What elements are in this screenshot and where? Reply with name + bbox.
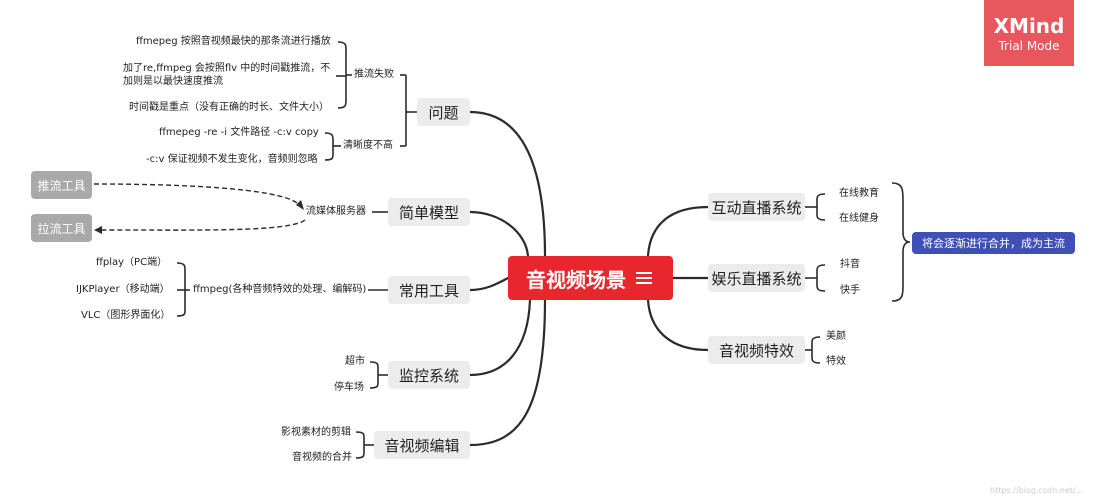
menu-icon[interactable] — [636, 272, 652, 284]
tool-item[interactable]: IJKPlayer（移动端） — [74, 283, 172, 297]
tool-item[interactable]: ffplay（PC端） — [94, 256, 170, 270]
xmind-brand: XMind — [993, 14, 1065, 38]
pull-tool-node[interactable]: 拉流工具 — [31, 214, 92, 242]
monitor-item[interactable]: 停车场 — [332, 381, 366, 395]
topic-problem[interactable]: 问题 — [417, 98, 470, 126]
topic-tools[interactable]: 常用工具 — [388, 276, 470, 304]
entertainment-item[interactable]: 抖音 — [838, 258, 862, 272]
push-tool-label: 推流工具 — [37, 178, 86, 193]
interactive-item[interactable]: 在线教育 — [837, 187, 881, 201]
topic-av-effects-label: 音视频特效 — [718, 341, 794, 360]
clarity-item[interactable]: -c:v 保证视频不发生变化，音频则忽略 — [144, 153, 320, 167]
ffmpeg-node[interactable]: ffmpeg(各种音频特效的处理、编解码) — [191, 283, 369, 297]
effects-item[interactable]: 美颜 — [824, 330, 848, 344]
topic-entertainment-live[interactable]: 娱乐直播系统 — [708, 264, 805, 292]
streaming-server-node[interactable]: 流媒体服务器 — [304, 205, 368, 219]
root-topic[interactable]: 音视频场景 — [508, 256, 673, 300]
summary-label: 将会逐渐进行合并，成为主流 — [922, 237, 1065, 250]
root-label: 音视频场景 — [526, 267, 626, 292]
topic-interactive-live-label: 互动直播系统 — [711, 198, 802, 217]
pull-tool-label: 拉流工具 — [37, 221, 86, 236]
topic-monitor-label: 监控系统 — [398, 366, 459, 385]
topic-monitor[interactable]: 监控系统 — [388, 361, 470, 389]
topic-editing-label: 音视频编辑 — [384, 436, 460, 455]
editing-item[interactable]: 影视素材的剪辑 — [279, 426, 353, 440]
entertainment-item[interactable]: 快手 — [838, 284, 862, 298]
topic-simple-model-label: 简单模型 — [398, 203, 459, 222]
push-fail-node[interactable]: 推流失败 — [352, 68, 396, 82]
xmind-mode: Trial Mode — [998, 39, 1060, 53]
interactive-item[interactable]: 在线健身 — [837, 212, 881, 226]
push-fail-item[interactable]: 时间戳是重点（没有正确的时长、文件大小） — [127, 101, 331, 115]
push-fail-item[interactable]: 加则是以最快速度推流 — [121, 75, 225, 89]
tool-item[interactable]: VLC（图形界面化） — [79, 309, 173, 323]
topic-editing[interactable]: 音视频编辑 — [374, 431, 470, 459]
topic-problem-label: 问题 — [428, 103, 459, 122]
push-tool-node[interactable]: 推流工具 — [31, 171, 92, 199]
effects-item[interactable]: 特效 — [824, 355, 848, 369]
watermark: https://blog.csdn.net/... — [990, 486, 1084, 495]
clarity-node[interactable]: 清晰度不高 — [341, 139, 395, 153]
monitor-item[interactable]: 超市 — [343, 355, 367, 369]
summary-node[interactable]: 将会逐渐进行合并，成为主流 — [912, 232, 1075, 254]
push-fail-item[interactable]: 加了re,ffmpeg 会按照flv 中的时间戳推流，不 — [121, 62, 333, 76]
clarity-item[interactable]: ffmepeg -re -i 文件路径 -c:v copy — [157, 126, 321, 140]
push-fail-item[interactable]: ffmepeg 按照音视频最快的那条流进行播放 — [134, 35, 333, 49]
xmind-trial-badge: XMind Trial Mode — [984, 0, 1074, 66]
topic-simple-model[interactable]: 简单模型 — [388, 198, 470, 226]
topic-av-effects[interactable]: 音视频特效 — [708, 336, 805, 364]
topic-tools-label: 常用工具 — [398, 281, 459, 300]
topic-entertainment-live-label: 娱乐直播系统 — [711, 269, 802, 288]
editing-item[interactable]: 音视频的合并 — [290, 451, 354, 465]
topic-interactive-live[interactable]: 互动直播系统 — [708, 193, 805, 221]
